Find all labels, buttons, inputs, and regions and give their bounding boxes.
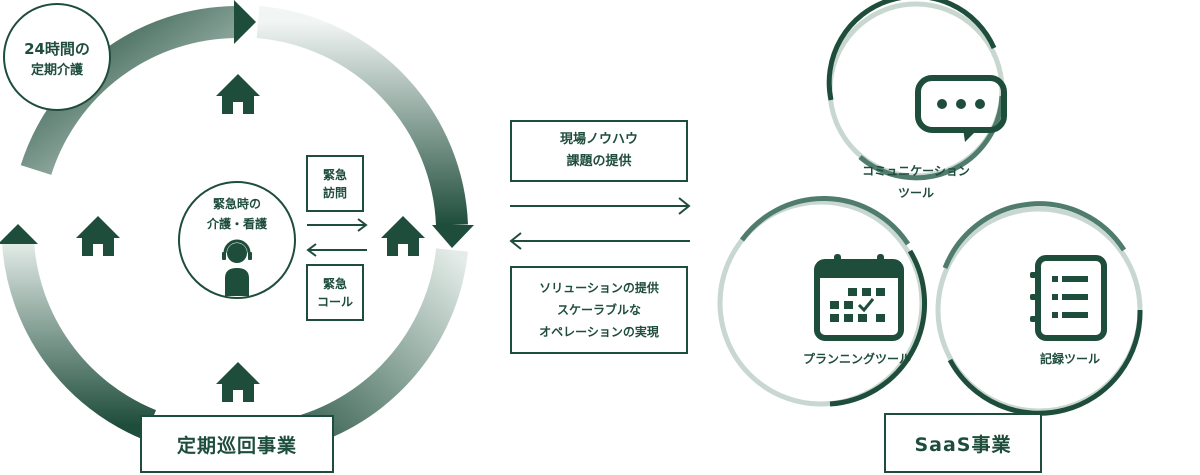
solution-line2: スケーラブルな: [556, 303, 641, 317]
top-badge-line1: 24時間の: [24, 40, 90, 58]
venn-diagram: [717, 0, 1143, 416]
center-label: 緊急時の 介護・看護: [187, 194, 287, 234]
visit-line2: 訪問: [322, 185, 347, 200]
emergency-call-box: 緊急 コール: [306, 264, 364, 321]
house-icon: [381, 216, 425, 256]
communication-line1: コミュニケーション: [862, 164, 970, 178]
communication-tool-label: コミュニケーション ツール: [856, 160, 976, 204]
top-badge-line2: 定期介護: [30, 63, 83, 78]
solution-line1: ソリューションの提供: [539, 281, 659, 295]
solution-box: ソリューションの提供 スケーラブルな オペレーションの実現: [510, 266, 688, 354]
cycle-arc-left: [2, 240, 157, 440]
cycle-arrowhead-top: [234, 0, 256, 44]
call-line2: コール: [316, 294, 353, 309]
cycle-arc-top: [20, 6, 237, 176]
house-icon: [216, 362, 260, 402]
right-title-text: SaaS事業: [914, 433, 1012, 456]
communication-line2: ツール: [897, 186, 934, 200]
call-line1: 緊急: [322, 276, 347, 291]
cycle-arrowhead-right: [432, 225, 474, 248]
calendar-icon: [814, 254, 904, 341]
record-tool-label: 記録ツール: [1015, 350, 1125, 367]
planning-label: プランニングツール: [802, 352, 911, 366]
emergency-visit-box: 緊急 訪問: [306, 155, 364, 212]
operator-icon: [222, 239, 252, 296]
knowhow-line1: 現場ノウハウ: [559, 132, 638, 147]
top-badge-label: 24時間の 定期介護: [7, 38, 107, 82]
chat-bubble-icon: [915, 75, 1007, 142]
planning-tool-label: プランニングツール: [782, 350, 932, 367]
cycle-arrowhead-left: [0, 224, 38, 244]
notebook-icon: [1030, 255, 1107, 341]
record-label: 記録ツール: [1039, 352, 1100, 366]
solution-line3: オペレーションの実現: [539, 325, 659, 339]
left-title-text: 定期巡回事業: [176, 434, 297, 457]
center-line2: 介護・看護: [206, 217, 267, 231]
middle-arrows: [509, 197, 691, 250]
left-title: 定期巡回事業: [140, 415, 334, 473]
knowhow-box: 現場ノウハウ 課題の提供: [510, 120, 688, 182]
cycle-diagram: [0, 0, 474, 456]
knowhow-line2: 課題の提供: [566, 154, 632, 169]
house-icon: [216, 74, 260, 114]
center-line1: 緊急時の: [212, 197, 261, 211]
cycle-arc-right: [256, 6, 468, 226]
house-icon: [76, 216, 120, 256]
right-title: SaaS事業: [884, 413, 1042, 473]
visit-line1: 緊急: [322, 167, 347, 182]
